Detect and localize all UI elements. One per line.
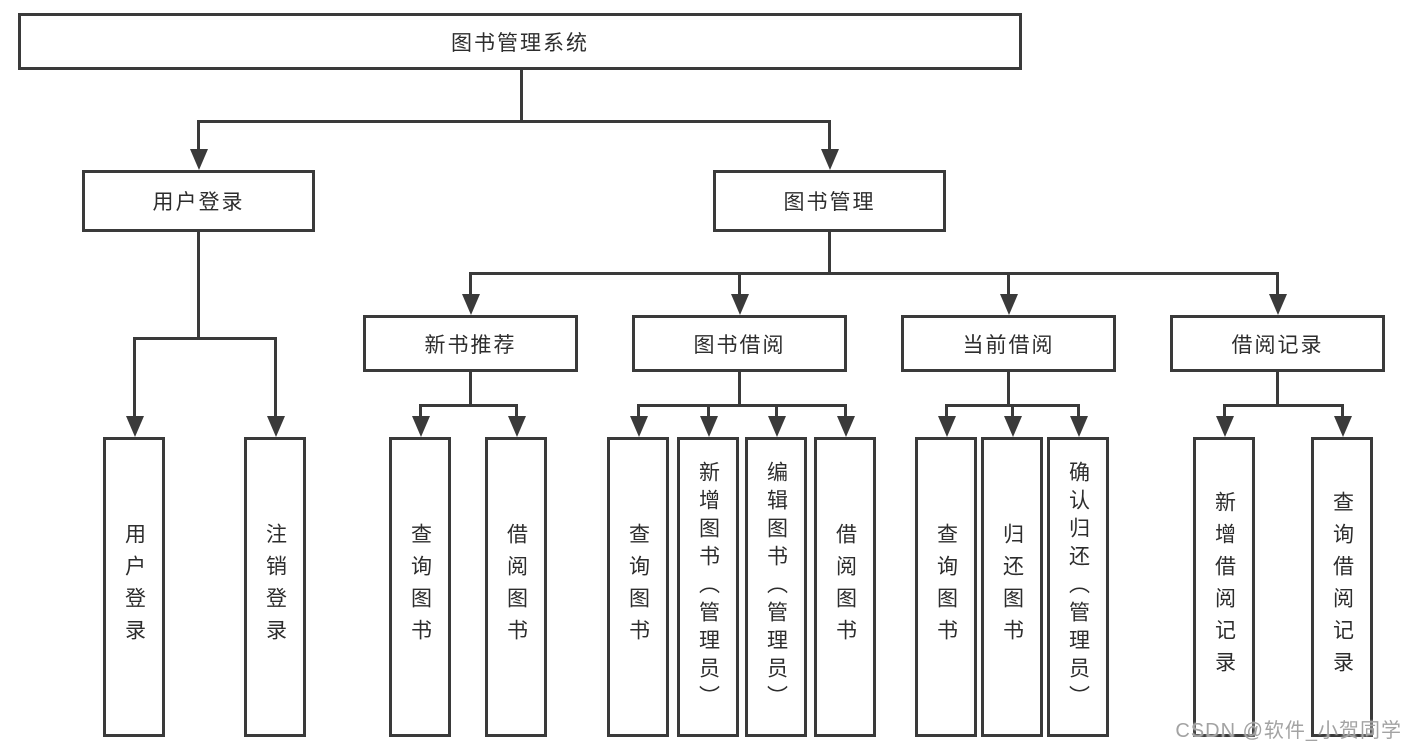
connector-drop-leaf bbox=[1077, 404, 1080, 416]
connector-level2-split bbox=[469, 272, 1279, 275]
connector-level1-split bbox=[197, 120, 831, 123]
connector-borrow-records-split bbox=[1223, 404, 1344, 407]
arrowhead-leaf bbox=[508, 416, 526, 437]
connector-drop-borrow-records bbox=[1276, 272, 1279, 295]
connector-new-books-split bbox=[419, 404, 518, 407]
leaf-add-borrow-record: 新增借阅记录 bbox=[1193, 437, 1255, 737]
connector-drop-leaf bbox=[1341, 404, 1344, 416]
arrowhead-current-borrow bbox=[1000, 294, 1018, 315]
arrowhead-leaf bbox=[1216, 416, 1234, 437]
leaf-label: 用户登录 bbox=[122, 523, 146, 651]
connector-drop-logout-leaf bbox=[274, 337, 277, 417]
arrowhead-login-leaf bbox=[126, 416, 144, 437]
leaf-label: 编辑图书（管理员） bbox=[764, 461, 788, 713]
arrowhead-leaf bbox=[1004, 416, 1022, 437]
leaf-borrow-books: 借阅图书 bbox=[814, 437, 876, 737]
leaf-label: 新增借阅记录 bbox=[1212, 491, 1236, 683]
node-root: 图书管理系统 bbox=[18, 13, 1022, 70]
connector-book-borrow-stem bbox=[738, 372, 741, 404]
connector-drop-leaf bbox=[515, 404, 518, 416]
arrowhead-book-borrow bbox=[731, 294, 749, 315]
leaf-label: 查询图书 bbox=[934, 523, 958, 651]
connector-drop-login-leaf bbox=[133, 337, 136, 417]
connector-drop-leaf bbox=[1223, 404, 1226, 416]
leaf-query-books-borrow: 查询图书 bbox=[607, 437, 669, 737]
connector-drop-leaf bbox=[637, 404, 640, 416]
arrowhead-leaf bbox=[768, 416, 786, 437]
connector-drop-book-mgmt bbox=[828, 120, 831, 151]
leaf-edit-books-admin: 编辑图书（管理员） bbox=[745, 437, 807, 737]
connector-drop-leaf bbox=[419, 404, 422, 416]
leaf-borrow-books-newbooks: 借阅图书 bbox=[485, 437, 547, 737]
connector-drop-leaf bbox=[707, 404, 710, 416]
connector-borrow-records-stem bbox=[1276, 372, 1279, 404]
node-book-borrow: 图书借阅 bbox=[632, 315, 847, 372]
arrowhead-new-books bbox=[462, 294, 480, 315]
arrowhead-logout-leaf bbox=[267, 416, 285, 437]
leaf-add-books-admin: 新增图书（管理员） bbox=[677, 437, 739, 737]
connector-drop-leaf bbox=[945, 404, 948, 416]
connector-drop-leaf bbox=[844, 404, 847, 416]
arrowhead-book-mgmt bbox=[821, 149, 839, 170]
leaf-label: 归还图书 bbox=[1000, 523, 1024, 651]
arrowhead-leaf bbox=[700, 416, 718, 437]
leaf-label: 借阅图书 bbox=[833, 523, 857, 651]
connector-drop-current-borrow bbox=[1007, 272, 1010, 295]
connector-book-mgmt-stem bbox=[828, 232, 831, 272]
csdn-watermark: CSDN @软件_小贺同学 bbox=[1175, 720, 1402, 742]
leaf-logout: 注销登录 bbox=[244, 437, 306, 737]
arrowhead-leaf bbox=[938, 416, 956, 437]
leaf-query-books-newbooks: 查询图书 bbox=[389, 437, 451, 737]
connector-drop-new-books bbox=[469, 272, 472, 295]
connector-drop-leaf bbox=[1011, 404, 1014, 416]
leaf-label: 新增图书（管理员） bbox=[696, 461, 720, 713]
arrowhead-leaf bbox=[412, 416, 430, 437]
leaf-user-login: 用户登录 bbox=[103, 437, 165, 737]
leaf-query-borrow-record: 查询借阅记录 bbox=[1311, 437, 1373, 737]
connector-root-stem bbox=[520, 70, 523, 120]
leaf-confirm-return-admin: 确认归还（管理员） bbox=[1047, 437, 1109, 737]
connector-user-login-stem bbox=[197, 232, 200, 337]
leaf-label: 查询借阅记录 bbox=[1330, 491, 1354, 683]
node-borrow-records: 借阅记录 bbox=[1170, 315, 1385, 372]
leaf-label: 确认归还（管理员） bbox=[1066, 461, 1090, 713]
connector-book-borrow-split bbox=[637, 404, 847, 407]
leaf-label: 注销登录 bbox=[263, 523, 287, 651]
leaf-return-books: 归还图书 bbox=[981, 437, 1043, 737]
connector-new-books-stem bbox=[469, 372, 472, 404]
arrowhead-borrow-records bbox=[1269, 294, 1287, 315]
arrowhead-leaf bbox=[837, 416, 855, 437]
connector-drop-book-borrow bbox=[738, 272, 741, 295]
connector-user-login-split bbox=[133, 337, 277, 340]
connector-current-borrow-stem bbox=[1007, 372, 1010, 404]
leaf-label: 查询图书 bbox=[408, 523, 432, 651]
node-current-borrow: 当前借阅 bbox=[901, 315, 1116, 372]
node-user-login: 用户登录 bbox=[82, 170, 315, 232]
connector-drop-user-login bbox=[197, 120, 200, 151]
arrowhead-leaf bbox=[630, 416, 648, 437]
node-book-mgmt: 图书管理 bbox=[713, 170, 946, 232]
node-new-books: 新书推荐 bbox=[363, 315, 578, 372]
leaf-label: 借阅图书 bbox=[504, 523, 528, 651]
leaf-query-books-current: 查询图书 bbox=[915, 437, 977, 737]
arrowhead-user-login bbox=[190, 149, 208, 170]
leaf-label: 查询图书 bbox=[626, 523, 650, 651]
arrowhead-leaf bbox=[1070, 416, 1088, 437]
arrowhead-leaf bbox=[1334, 416, 1352, 437]
connector-drop-leaf bbox=[775, 404, 778, 416]
